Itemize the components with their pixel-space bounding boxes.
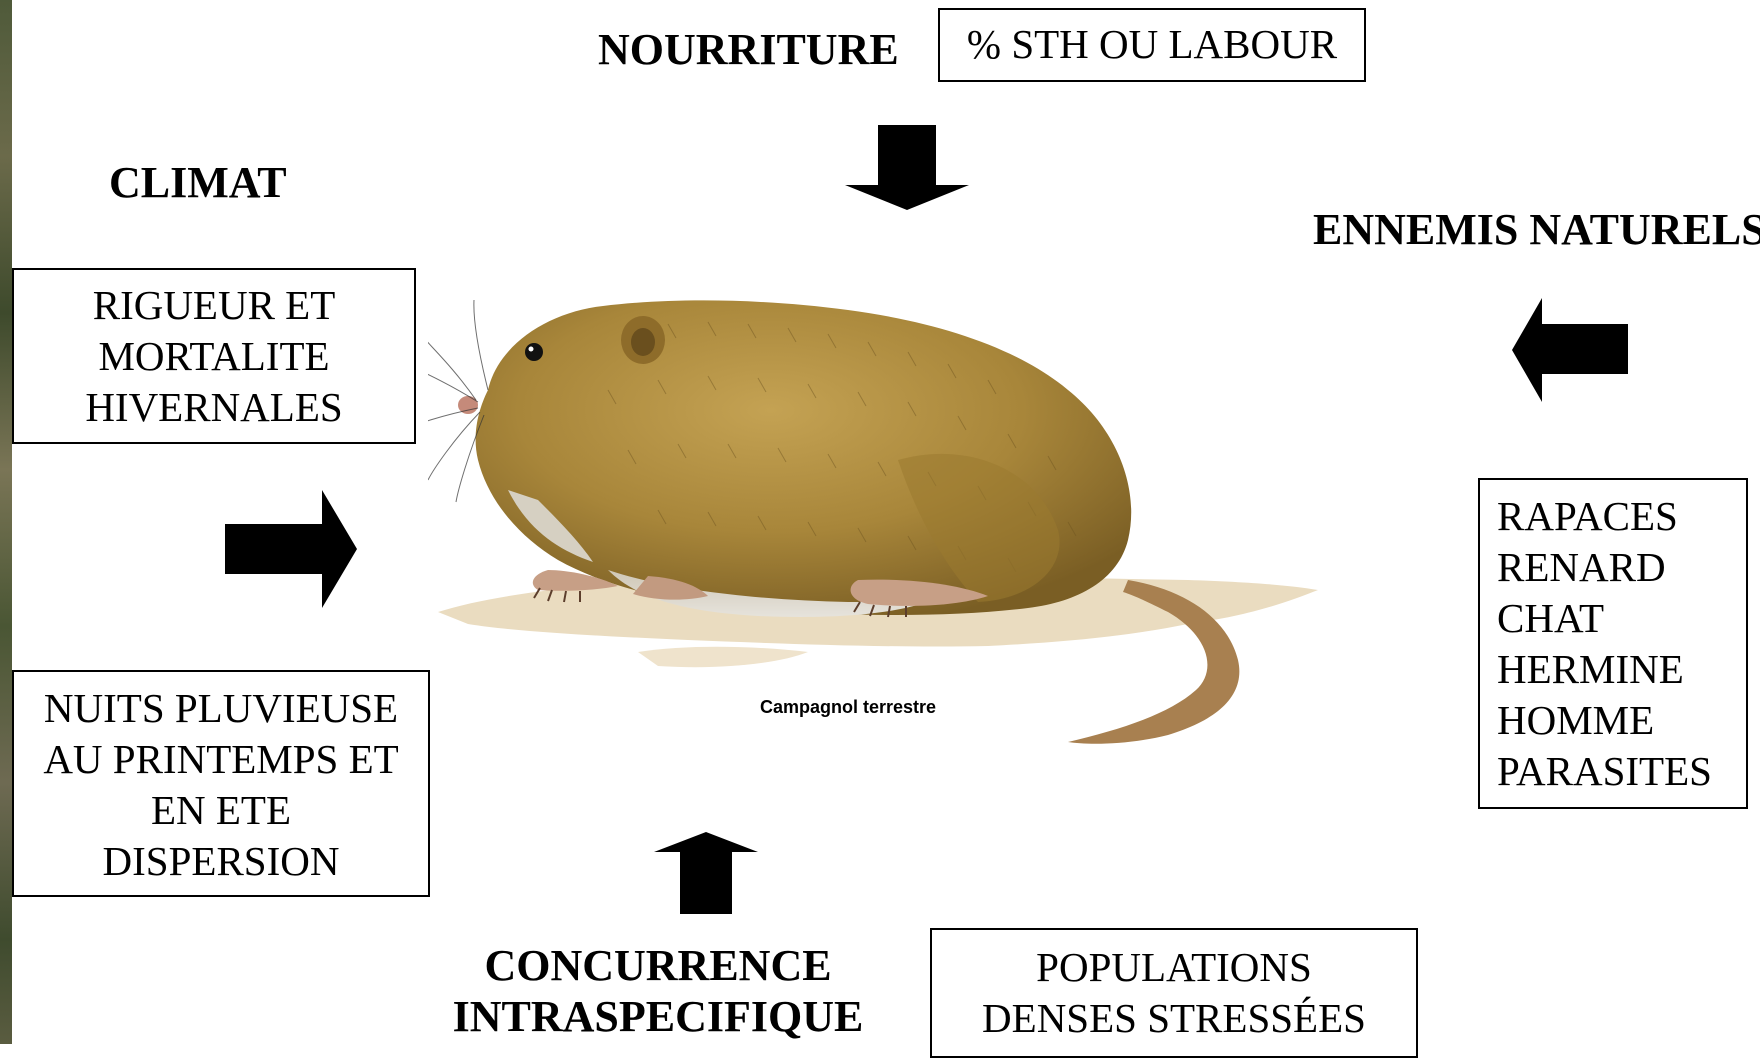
- vole-ear-inner: [631, 328, 655, 356]
- illustration-caption: Campagnol terrestre: [760, 697, 936, 718]
- box-nuits-line: DISPERSION: [14, 836, 428, 887]
- heading-nourriture: NOURRITURE: [598, 24, 899, 75]
- box-populations-line: DENSES STRESSÉES: [932, 993, 1416, 1044]
- heading-concurrence: CONCURRENCE INTRASPECIFIQUE: [438, 940, 878, 1042]
- arrow-down-icon: [845, 125, 969, 210]
- heading-climat: CLIMAT: [109, 157, 287, 208]
- box-rigueur-line: MORTALITE: [14, 331, 414, 382]
- box-rigueur: RIGUEUR ET MORTALITE HIVERNALES: [12, 268, 416, 444]
- box-predators-line: RAPACES: [1497, 491, 1746, 542]
- box-predators-line: HOMME: [1497, 695, 1746, 746]
- ground-shadow-patch: [638, 647, 808, 668]
- box-predators-line: RENARD: [1497, 542, 1746, 593]
- box-sth-labour: % STH OU LABOUR: [938, 8, 1366, 82]
- photo-edge-strip: [0, 0, 12, 1044]
- heading-ennemis-naturels: ENNEMIS NATURELS: [1313, 204, 1760, 255]
- arrow-right-icon: [225, 490, 357, 608]
- heading-concurrence-line2: INTRASPECIFIQUE: [438, 991, 878, 1042]
- heading-concurrence-line1: CONCURRENCE: [438, 940, 878, 991]
- box-predators-line: HERMINE: [1497, 644, 1746, 695]
- arrow-up-icon: [654, 832, 758, 914]
- box-nuits-line: AU PRINTEMPS ET: [14, 734, 428, 785]
- box-rigueur-line: RIGUEUR ET: [14, 280, 414, 331]
- vole-illustration: [428, 240, 1328, 760]
- box-populations: POPULATIONS DENSES STRESSÉES: [930, 928, 1418, 1058]
- box-predators-line: PARASITES: [1497, 746, 1746, 797]
- box-predators-line: CHAT: [1497, 593, 1746, 644]
- box-populations-line: POPULATIONS: [932, 942, 1416, 993]
- box-predators: RAPACES RENARD CHAT HERMINE HOMME PARASI…: [1478, 478, 1748, 809]
- arrow-left-icon: [1512, 298, 1628, 402]
- box-nuits-pluvieuse: NUITS PLUVIEUSE AU PRINTEMPS ET EN ETE D…: [12, 670, 430, 897]
- box-nuits-line: EN ETE: [14, 785, 428, 836]
- box-rigueur-line: HIVERNALES: [14, 382, 414, 433]
- box-sth-line: % STH OU LABOUR: [940, 19, 1364, 70]
- box-nuits-line: NUITS PLUVIEUSE: [14, 683, 428, 734]
- vole-eye: [525, 343, 543, 361]
- vole-eye-highlight: [529, 347, 534, 352]
